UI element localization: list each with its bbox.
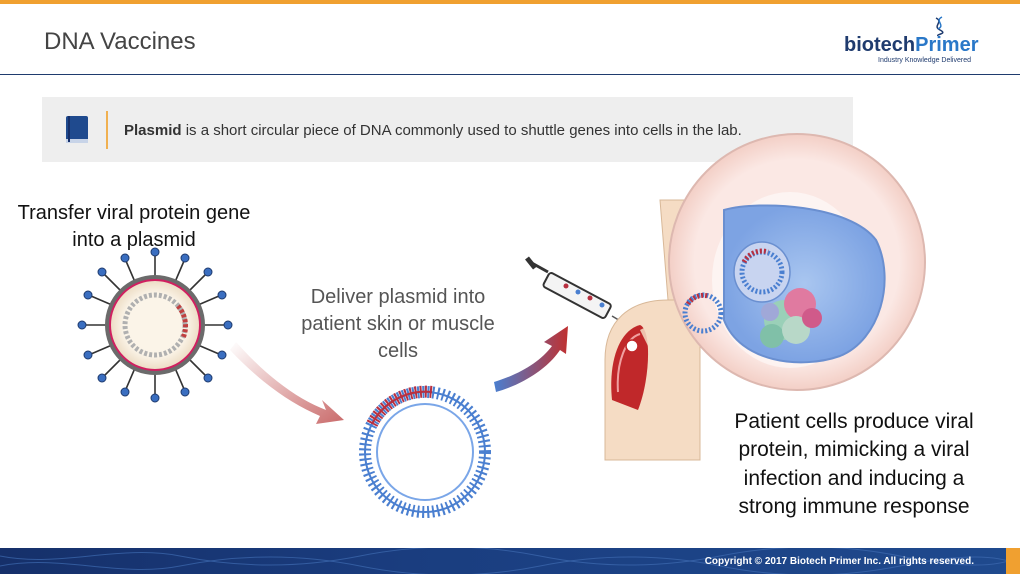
step-1-label: Transfer viral protein gene into a plasm…	[17, 202, 251, 251]
footer-accent	[1006, 548, 1020, 574]
virus-icon	[77, 247, 233, 403]
footer-pattern	[0, 548, 1020, 574]
arrow-1	[230, 342, 344, 424]
top-accent-bar	[0, 0, 1020, 4]
definition-term: Plasmid	[124, 122, 182, 139]
definition-body: is a short circular piece of DNA commonl…	[181, 122, 742, 139]
biotech-primer-logo: biotechPrimer Industry Knowledge Deliver…	[838, 16, 998, 70]
logo-tagline: Industry Knowledge Delivered	[878, 57, 971, 64]
definition-text: Plasmid is a short circular piece of DNA…	[124, 122, 742, 139]
definition-separator	[106, 111, 108, 149]
definition-box: Plasmid is a short circular piece of DNA…	[42, 97, 853, 162]
arrow-2	[494, 326, 568, 392]
plasmid-icon	[359, 385, 491, 518]
step-3-label: Patient cells produce viral protein, mim…	[712, 406, 996, 524]
step-2-label: Deliver plasmid into patient skin or mus…	[301, 286, 495, 362]
copyright-text: Copyright © 2017 Biotech Primer Inc. All…	[704, 556, 974, 567]
footer-bar: Copyright © 2017 Biotech Primer Inc. All…	[0, 548, 1020, 574]
dna-helix-logo-icon	[935, 16, 944, 36]
book-icon	[66, 116, 88, 143]
syringe-icon	[525, 256, 633, 329]
viral-protein-icon	[760, 288, 822, 348]
logo-wordmark: biotechPrimer	[844, 34, 979, 56]
header-divider	[0, 74, 1020, 75]
page-title: DNA Vaccines	[44, 28, 196, 55]
magnified-cell	[668, 133, 926, 391]
